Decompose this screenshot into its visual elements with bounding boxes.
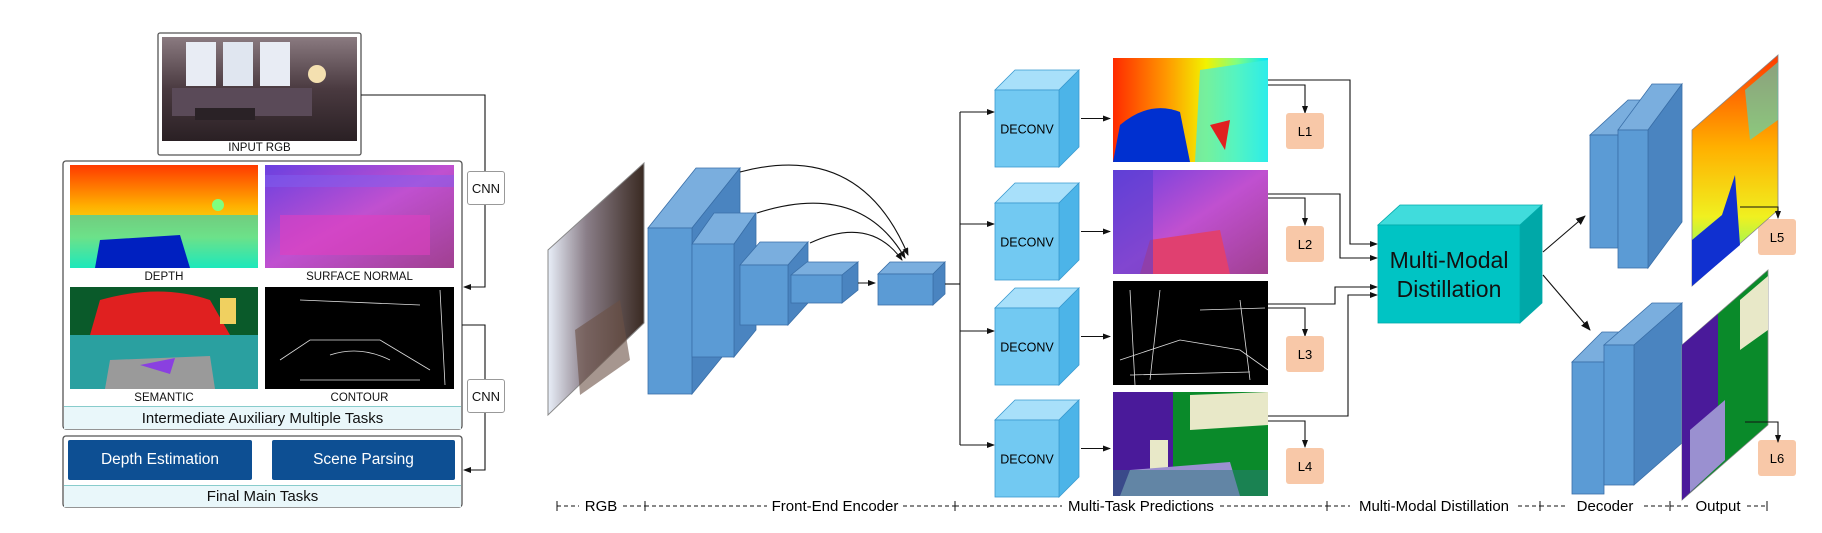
deconv-block-1: DECONV [994,69,1111,168]
deconv-label-1: DECONV [1000,123,1054,137]
aux-tasks-panel [62,160,463,430]
decoder-connectors [1542,215,1591,331]
loss-box-l1: L1 [1286,113,1324,149]
branch-connectors [945,109,995,448]
distillation-block: Multi-Modal Distillation [1376,204,1544,324]
prediction-semantic [1113,392,1268,496]
stage-axis: RGB Front-End Encoder Multi-Task Predictio… [556,498,1768,515]
loss-box-l3: L3 [1286,336,1324,372]
stage-label-6: Output [1695,498,1741,515]
contour-map-thumbnail [265,287,454,389]
loss-box-l5: L5 [1758,219,1796,255]
distillation-label-line1: Multi-Modal [1390,247,1509,273]
aux-tasks-band: Intermediate Auxiliary Multiple Tasks [64,406,461,429]
semantic-map-thumbnail [70,287,258,389]
loss-label-l1: L1 [1298,124,1312,139]
stage-label-1: RGB [585,498,618,515]
surface-normal-thumbnail [265,165,454,268]
cnn-label-top: CNN [467,171,505,205]
surface-normal-caption: SURFACE NORMAL [306,271,413,283]
loss-label-l4: L4 [1298,459,1312,474]
input-rgb-thumbnail [157,32,362,156]
scene-parsing-task: Scene Parsing [272,440,455,480]
skip-connections [739,164,909,286]
deconv-label-3: DECONV [1000,341,1054,355]
prediction-depth [1113,58,1268,162]
prediction-surface-normal [1113,170,1268,274]
loss-box-l2: L2 [1286,226,1324,262]
deconv-block-2: DECONV [994,182,1111,281]
loss-label-l6: L6 [1770,451,1784,466]
stage-label-5: Decoder [1577,498,1634,515]
encoder-blocks [647,166,946,396]
distillation-label-line2: Distillation [1397,276,1502,302]
stage-label-4: Multi-Modal Distillation [1359,498,1509,515]
decoder-top [1588,82,1683,270]
contour-caption: CONTOUR [330,392,389,404]
input-rgb-caption: INPUT RGB [228,142,291,154]
deconv-label-4: DECONV [1000,453,1054,467]
semantic-caption: SEMANTIC [134,392,194,404]
stage-label-2: Front-End Encoder [772,498,899,515]
output-semantic [1681,269,1769,501]
deconv-label-2: DECONV [1000,236,1054,250]
loss-box-l6: L6 [1758,440,1796,476]
prediction-contour [1113,281,1269,386]
depth-map-thumbnail [70,165,258,268]
output-loss-connectors [1740,206,1781,443]
main-tasks-band: Final Main Tasks [64,485,461,507]
loss-label-l2: L2 [1298,237,1312,252]
deconv-block-4: DECONV [994,399,1111,498]
loss-label-l3: L3 [1298,347,1312,362]
loss-box-l4: L4 [1286,448,1324,484]
prediction-connectors [1268,79,1378,448]
depth-caption: DEPTH [144,271,184,283]
depth-estimation-task: Depth Estimation [68,440,252,480]
stage-label-3: Multi-Task Predictions [1068,498,1214,515]
decoder-bottom [1571,302,1684,495]
cnn-label-bottom: CNN [467,379,505,413]
rgb-input-image [547,161,645,417]
loss-label-l5: L5 [1770,230,1784,245]
deconv-block-3: DECONV [994,287,1111,386]
output-depth [1691,54,1779,287]
